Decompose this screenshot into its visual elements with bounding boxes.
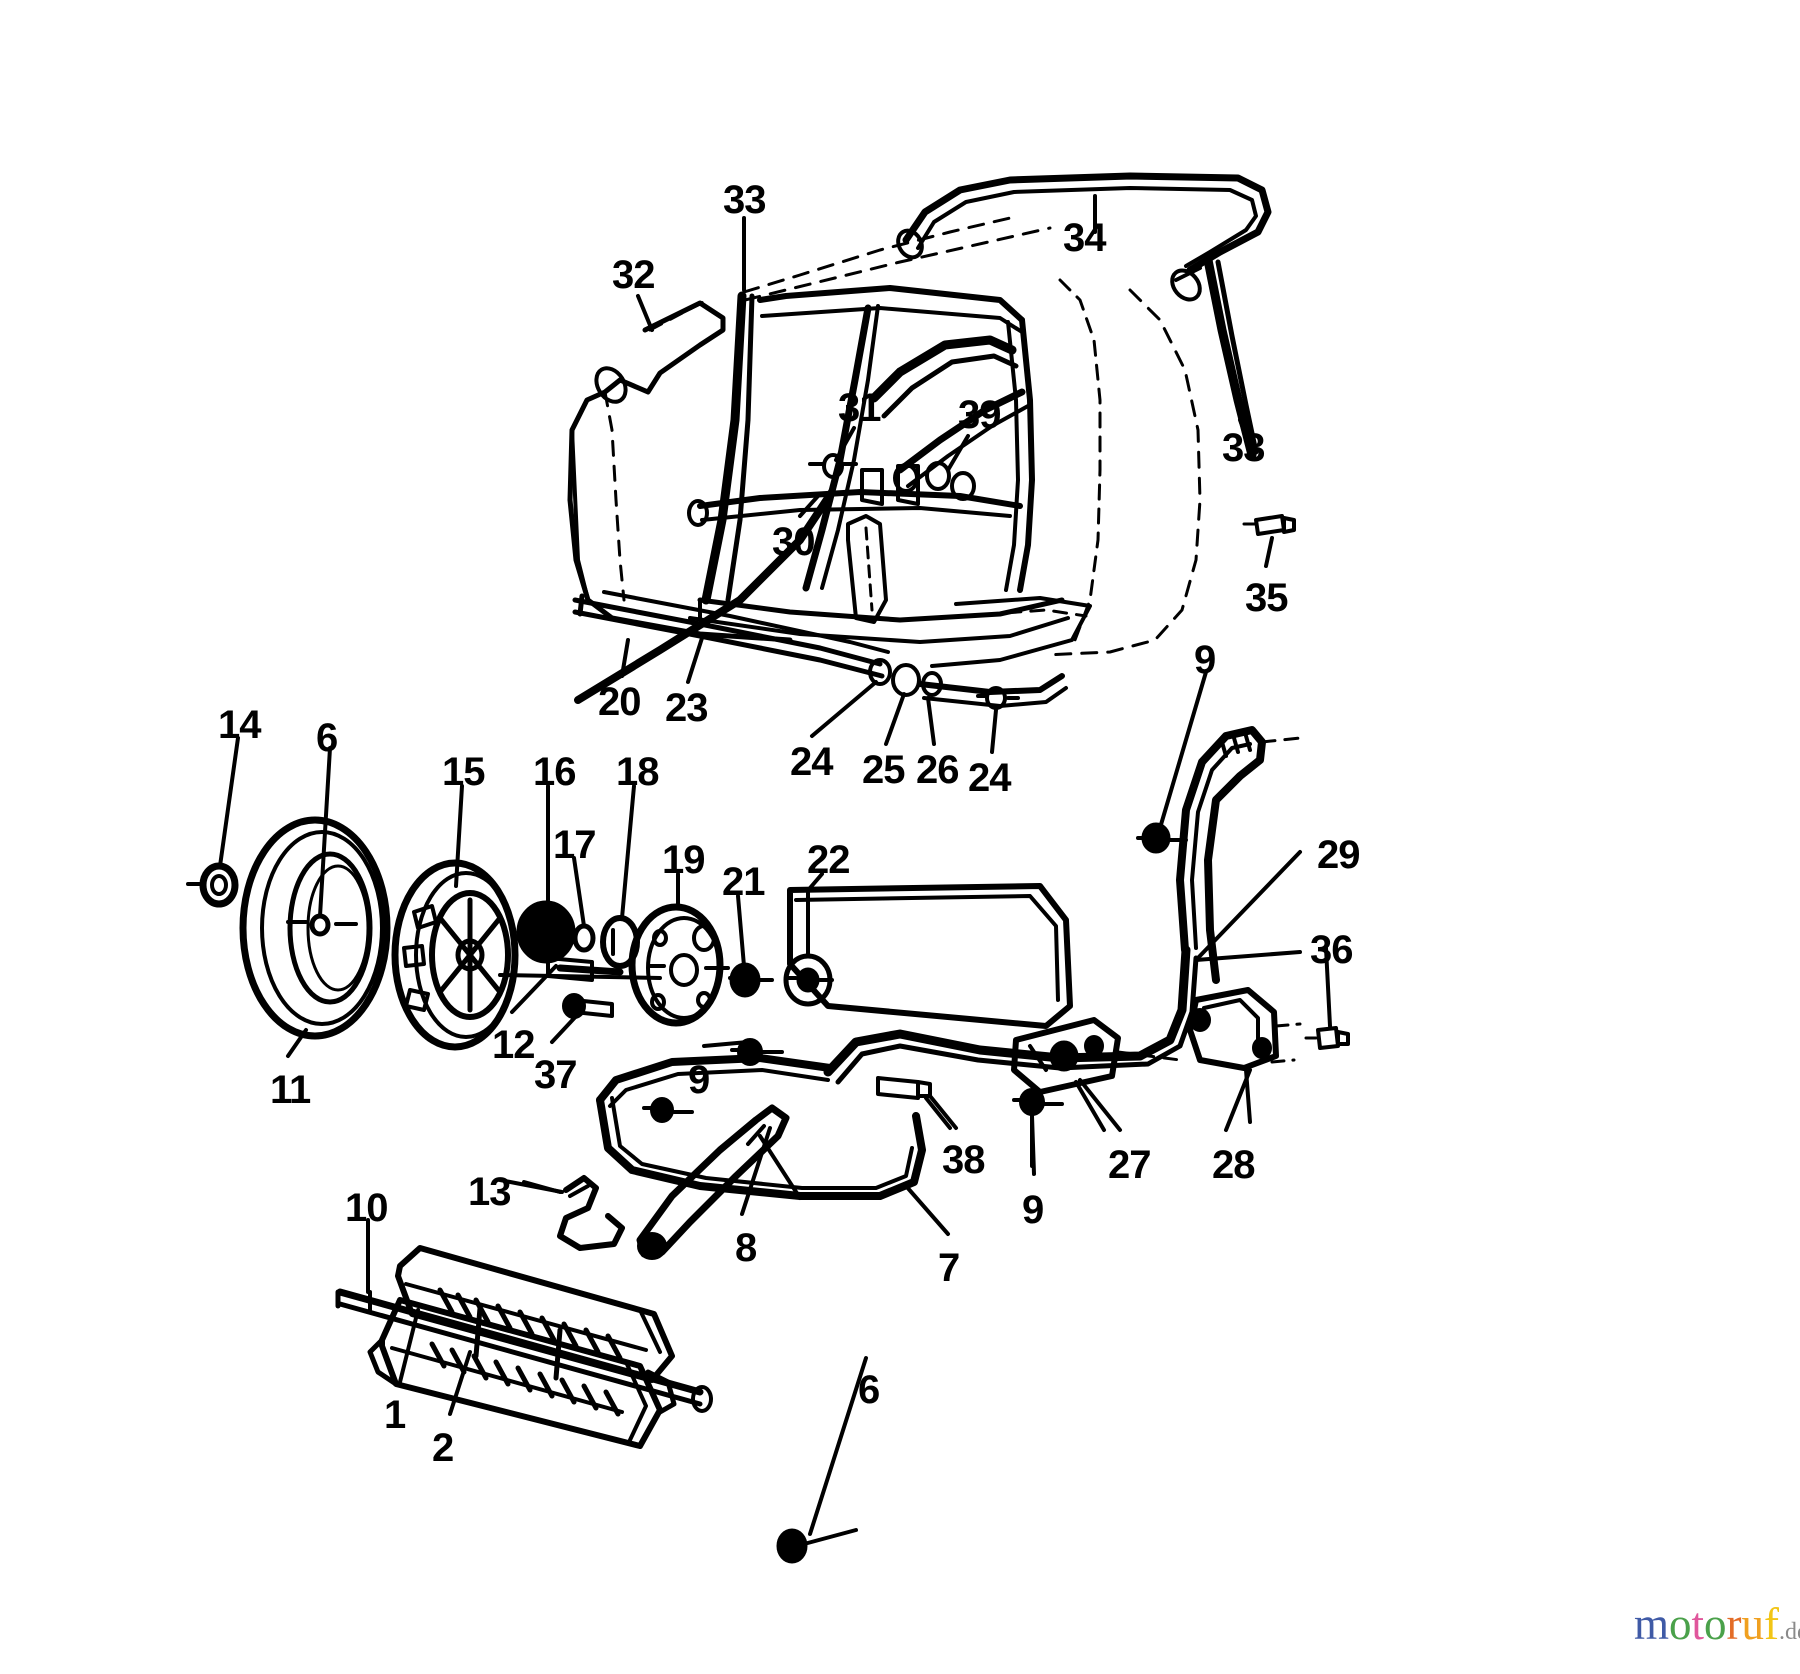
callout-32-c32: 32 (612, 253, 655, 297)
callout-22-c22: 22 (807, 838, 850, 882)
callout-24-c24a: 24 (790, 740, 833, 784)
callout-34-c34: 34 (1063, 216, 1106, 260)
motoruf-watermark: motoruf.de (1634, 1602, 1800, 1647)
callout-1-c1: 1 (384, 1393, 406, 1437)
watermark-letter-r: r (1726, 1599, 1742, 1649)
watermark-letter-o1: o (1669, 1599, 1692, 1649)
callout-17-c17: 17 (553, 823, 596, 867)
callout-20-c20: 20 (598, 680, 641, 724)
callout-6-c6a: 6 (316, 716, 338, 760)
callout-13-c13: 13 (468, 1170, 511, 1214)
watermark-letter-u: u (1741, 1599, 1765, 1649)
callout-18-c18: 18 (616, 750, 659, 794)
callout-27-c27: 27 (1108, 1143, 1151, 1187)
callout-36-c36: 36 (1310, 928, 1353, 972)
callout-9-c9b: 9 (688, 1058, 710, 1102)
callout-37-c37: 37 (534, 1053, 577, 1097)
watermark-suffix: .de (1779, 1619, 1800, 1645)
callout-15-c15: 15 (442, 750, 485, 794)
callout-35-c35: 35 (1245, 576, 1288, 620)
callout-23-c23: 23 (665, 686, 708, 730)
callout-38-c38: 38 (942, 1138, 985, 1182)
callout-9-c9c: 9 (1022, 1188, 1044, 1232)
callout-9-c9a: 9 (1194, 638, 1216, 682)
callout-25-c25: 25 (862, 748, 905, 792)
callout-6-c6b: 6 (858, 1368, 880, 1412)
callout-10-c10: 10 (345, 1186, 388, 1230)
callout-11-c11: 11 (270, 1068, 311, 1112)
watermark-letter-o2: o (1704, 1599, 1727, 1649)
callout-26-c26: 26 (916, 748, 959, 792)
grass-catcher-assembly (567, 172, 1296, 710)
callout-33-c33a: 33 (723, 178, 766, 222)
callout-19-c19: 19 (662, 838, 705, 882)
callout-12-c12: 12 (492, 1023, 535, 1067)
callout-33-c33b: 33 (1222, 426, 1265, 470)
callout-30-c30: 30 (772, 520, 815, 564)
callout-21-c21: 21 (722, 860, 765, 904)
callout-16-c16: 16 (533, 750, 576, 794)
callout-2-c2: 2 (432, 1426, 454, 1470)
callout-leader-lines (218, 194, 1332, 1536)
callout-7-c7: 7 (938, 1246, 960, 1290)
callout-8-c8: 8 (735, 1226, 757, 1270)
watermark-letter-t: t (1691, 1599, 1705, 1649)
handle-frame-assembly (522, 726, 1350, 1260)
watermark-letter-m: m (1634, 1599, 1670, 1649)
reel-blade-assembly (335, 1245, 858, 1564)
callout-24-c24b: 24 (968, 756, 1011, 800)
callout-28-c28: 28 (1212, 1143, 1255, 1187)
watermark-letter-f: f (1764, 1599, 1780, 1649)
callout-29-c29: 29 (1317, 833, 1360, 877)
callout-39-c39: 39 (958, 393, 1001, 437)
callout-31-c31: 31 (838, 386, 881, 430)
callout-14-c14: 14 (218, 703, 261, 747)
